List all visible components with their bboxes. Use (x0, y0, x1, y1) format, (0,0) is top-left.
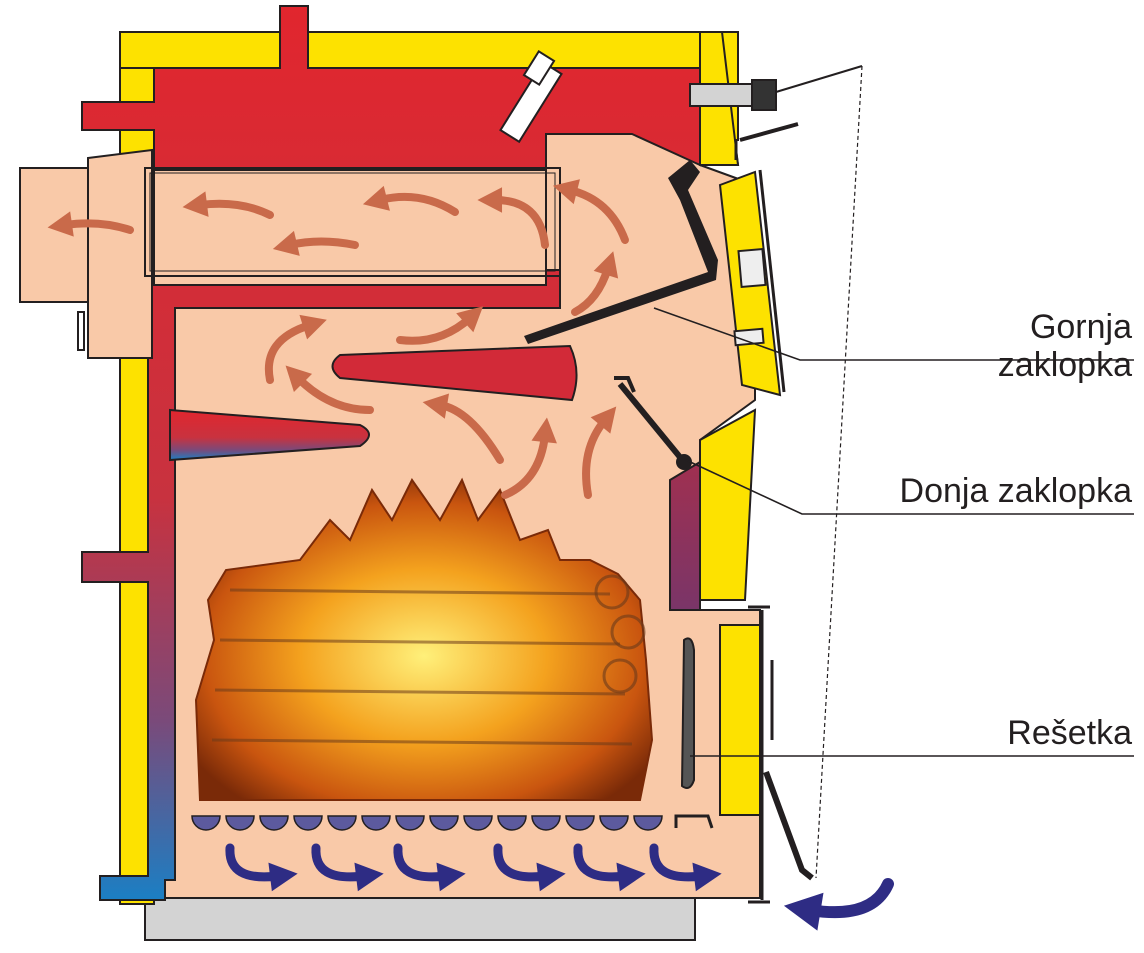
curved-arrow-icon (784, 884, 888, 931)
flue-clip (78, 312, 84, 350)
flue-collar (88, 150, 152, 358)
door-plate (670, 462, 700, 610)
flue-outlet (20, 168, 90, 302)
label-gornja-line1: Gornja (998, 308, 1132, 346)
label-donja-zaklopka: Donja zaklopka (900, 472, 1132, 510)
insulation-top (120, 32, 700, 68)
label-gornja-zaklopka: Gornja zaklopka (998, 308, 1132, 384)
label-resetka: Rešetka (1007, 714, 1132, 752)
poker-rod (682, 638, 694, 788)
label-gornja-line2: zaklopka (998, 346, 1132, 384)
boiler-base (145, 896, 695, 940)
